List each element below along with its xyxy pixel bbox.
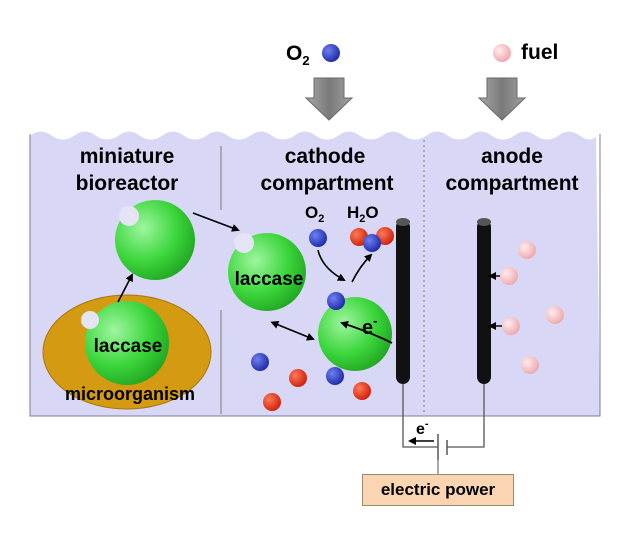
- bioreactor-title-line1: miniature: [80, 145, 175, 168]
- free-water-molecule: [289, 369, 307, 387]
- electron-transfer-arrow: [340, 321, 393, 344]
- secretion-arrow: [117, 273, 133, 303]
- cathode-electrode: [396, 220, 410, 384]
- anode-electrode-top: [477, 218, 491, 226]
- circuit-electron-label: e-: [416, 418, 429, 438]
- laccase-enzyme-cathode: [228, 233, 306, 311]
- oxygen-inlet-arrow: [304, 77, 354, 121]
- electric-power-box: electric power: [362, 474, 514, 506]
- free-water-molecule: [263, 393, 281, 411]
- electrode-bound-laccase: [318, 297, 392, 371]
- o2-reactant-molecule: [309, 229, 327, 247]
- transfer-arrow: [192, 212, 240, 232]
- tank-outline: [29, 134, 601, 417]
- diffusion-double-arrow: [270, 321, 315, 341]
- reduction-arrow-out: [351, 253, 373, 283]
- fuel-molecule: [546, 306, 564, 324]
- cathode-title-line1: cathode: [285, 145, 366, 168]
- cathode-title-line2: compartment: [260, 172, 393, 195]
- anode-title-line2: compartment: [445, 172, 578, 195]
- free-oxygen-molecule: [326, 367, 344, 385]
- h2o-product-label: H2O: [347, 203, 379, 225]
- fuel-molecule: [518, 241, 536, 259]
- water-oxygen-atom: [363, 234, 381, 252]
- secreted-laccase-active-site: [119, 206, 139, 226]
- fuel-legend-molecule: [493, 44, 511, 62]
- circuit-wire-cathode: [402, 384, 438, 448]
- laccase-enzyme-in-cell: [85, 301, 169, 385]
- electric-power-label: electric power: [380, 480, 496, 499]
- cathode-electrode-top: [396, 218, 410, 226]
- free-water-molecule: [353, 382, 371, 400]
- o2-reactant-label: O2: [305, 203, 324, 225]
- water-surface: [29, 128, 598, 140]
- reduction-arrow-in: [317, 249, 346, 281]
- fuel-molecule: [521, 356, 539, 374]
- fuel-legend-label: fuel: [521, 41, 558, 64]
- circuit-wire-anode: [447, 384, 485, 448]
- active-site-in-cell: [81, 311, 99, 329]
- bioreactor-title-line2: bioreactor: [76, 172, 179, 195]
- fuel-molecule: [500, 267, 518, 285]
- laccase-label-cathode: laccase: [235, 269, 304, 290]
- anode-title-line1: anode: [481, 145, 543, 168]
- electron-label: e-: [362, 313, 377, 339]
- microorganism-label: microorganism: [65, 384, 195, 404]
- bound-oxygen-molecule: [327, 292, 345, 310]
- fuel-inlet-arrow: [477, 77, 527, 121]
- oxygen-legend-label: O2: [286, 42, 310, 68]
- anode-electrode: [477, 220, 491, 384]
- free-oxygen-molecule: [251, 353, 269, 371]
- laccase-cathode-active-site: [234, 233, 254, 253]
- laccase-label-bioreactor: laccase: [94, 336, 163, 357]
- fuel-molecule: [502, 317, 520, 335]
- oxygen-legend-molecule: [322, 44, 340, 62]
